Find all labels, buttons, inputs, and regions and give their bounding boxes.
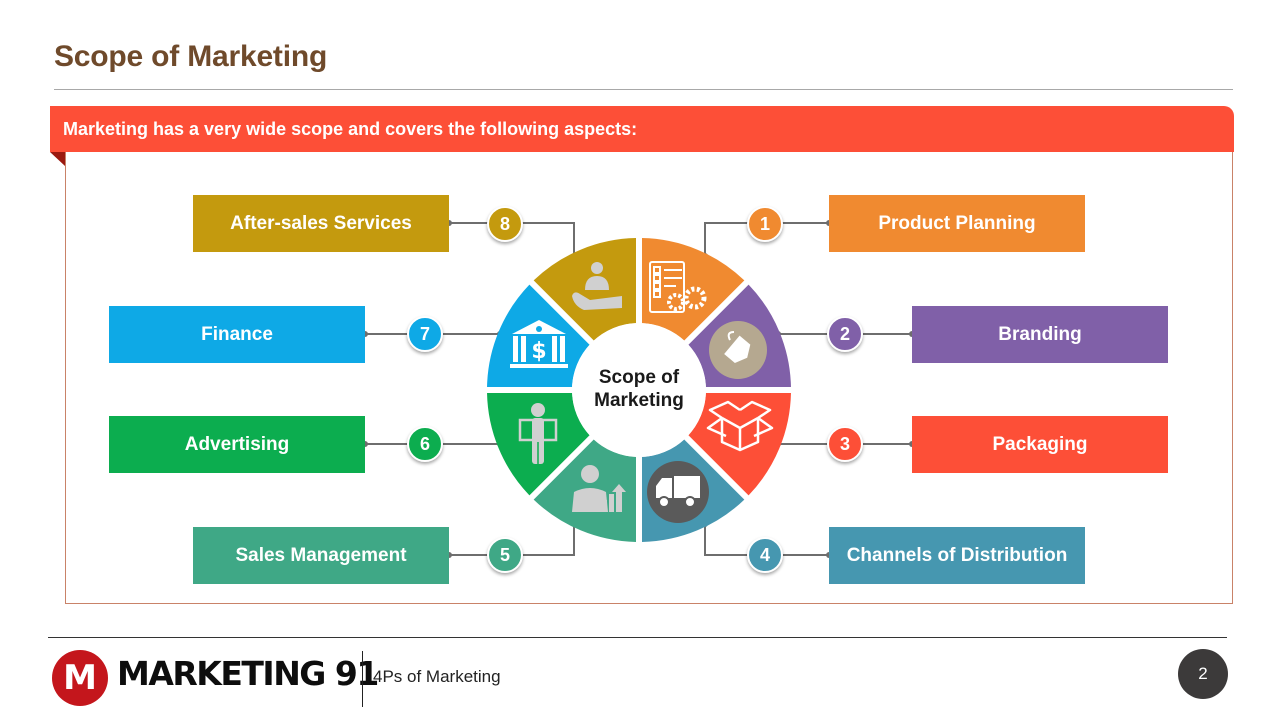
center-line-2: Marketing: [594, 390, 684, 411]
number-badge-2: 2: [827, 316, 863, 352]
brand-logo-text: MARKETING 91: [117, 654, 379, 693]
connector-line-4: [704, 524, 829, 556]
wheel-segment-8: [533, 238, 637, 341]
hand-serving-person-icon: [572, 262, 622, 310]
page-title: Scope of Marketing: [54, 40, 328, 73]
label-branding: Branding: [912, 306, 1168, 363]
label-channels-of-distribution: Channels of Distribution: [829, 527, 1085, 584]
number-badge-5: 5: [487, 537, 523, 573]
label-sales-management: Sales Management: [193, 527, 449, 584]
footer-separator: [362, 651, 363, 707]
price-tag-icon: [709, 321, 767, 379]
label-product-planning: Product Planning: [829, 195, 1085, 252]
footer-subtitle: 4Ps of Marketing: [373, 667, 501, 686]
brand-logo-mark: M: [52, 650, 108, 706]
page-number: 2: [1178, 649, 1228, 699]
salesman-chart-icon: [572, 465, 626, 512]
person-holding-sign-icon: [518, 403, 558, 464]
wheel-center: [572, 323, 706, 457]
banner-fold: [50, 152, 65, 166]
wheel-center-label: Scope of Marketing: [579, 366, 699, 412]
center-line-1: Scope of: [598, 367, 680, 388]
label-after-sales-services: After-sales Services: [193, 195, 449, 252]
number-badge-4: 4: [747, 537, 783, 573]
banner-text: Marketing has a very wide scope and cove…: [63, 119, 638, 139]
bank-dollar-icon: $: [510, 320, 568, 368]
svg-text:$: $: [531, 339, 546, 364]
delivery-truck-icon: [647, 461, 709, 523]
number-badge-1: 1: [747, 206, 783, 242]
checklist-gears-icon: [649, 261, 707, 313]
intro-banner: Marketing has a very wide scope and cove…: [50, 106, 1234, 152]
label-finance: Finance: [109, 306, 365, 363]
title-divider: [54, 89, 1233, 90]
open-box-icon: [706, 400, 774, 452]
number-badge-7: 7: [407, 316, 443, 352]
label-advertising: Advertising: [109, 416, 365, 473]
label-packaging: Packaging: [912, 416, 1168, 473]
footer-divider: [48, 637, 1227, 638]
content-box: [65, 152, 1233, 604]
connector-line-1: [704, 222, 829, 256]
number-badge-3: 3: [827, 426, 863, 462]
number-badge-6: 6: [407, 426, 443, 462]
number-badge-8: 8: [487, 206, 523, 242]
